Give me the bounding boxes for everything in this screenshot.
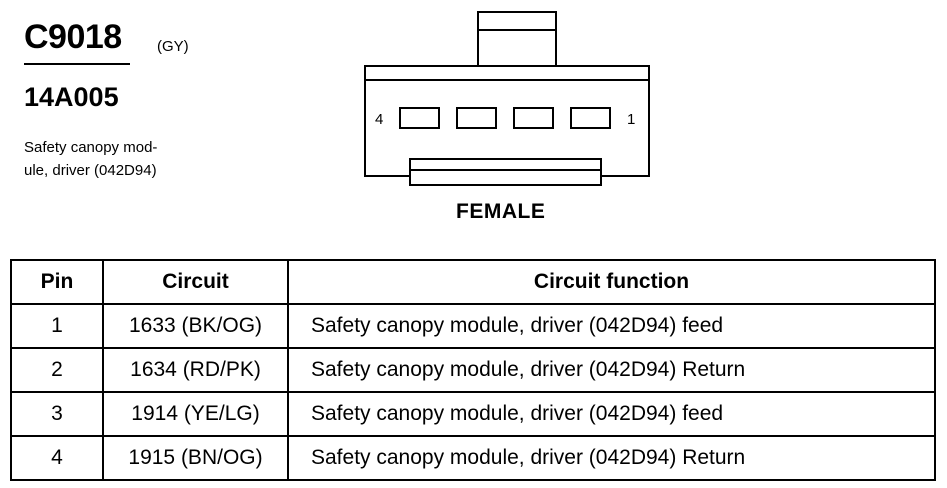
pin-cell: 4 [10, 435, 104, 481]
header-pin: Pin [10, 259, 104, 305]
pin-label-right: 1 [627, 111, 635, 128]
pin-cell: 3 [10, 391, 104, 437]
part-number: 14A005 [24, 82, 119, 112]
function-cell: Safety canopy module, driver (042D94) Re… [287, 347, 936, 393]
connector-description: Safety canopy mod- ule, driver (042D94) [24, 136, 194, 182]
description-line-2: ule, driver (042D94) [24, 162, 157, 179]
description-line-1: Safety canopy mod- [24, 139, 158, 156]
pin-table-header: Pin Circuit Circuit function [10, 259, 936, 305]
table-row: 1 1633 (BK/OG) Safety canopy module, dri… [10, 303, 936, 349]
pin-cavity-4 [399, 107, 440, 129]
pin-label-left: 4 [375, 111, 383, 128]
connector-latch [477, 11, 557, 67]
view-label: FEMALE [456, 200, 546, 223]
table-row: 3 1914 (YE/LG) Safety canopy module, dri… [10, 391, 936, 437]
title-underline [24, 63, 130, 65]
header-circuit-function: Circuit function [287, 259, 936, 305]
pin-cavity-3 [456, 107, 497, 129]
table-row: 4 1915 (BN/OG) Safety canopy module, dri… [10, 435, 936, 481]
circuit-cell: 1633 (BK/OG) [102, 303, 289, 349]
function-cell: Safety canopy module, driver (042D94) fe… [287, 303, 936, 349]
table-row: 2 1634 (RD/PK) Safety canopy module, dri… [10, 347, 936, 393]
pin-cell: 2 [10, 347, 104, 393]
circuit-cell: 1914 (YE/LG) [102, 391, 289, 437]
connector-key-bar [409, 158, 602, 186]
pin-table: Pin Circuit Circuit function 1 1633 (BK/… [10, 259, 936, 481]
function-cell: Safety canopy module, driver (042D94) Re… [287, 435, 936, 481]
connector-color: (GY) [157, 38, 189, 55]
connector-id: C9018 [24, 18, 122, 56]
pin-cavity-1 [570, 107, 611, 129]
connector-face-diagram: 4 1 [364, 11, 650, 186]
header-circuit: Circuit [102, 259, 289, 305]
pin-cell: 1 [10, 303, 104, 349]
pin-cavity-2 [513, 107, 554, 129]
function-cell: Safety canopy module, driver (042D94) fe… [287, 391, 936, 437]
circuit-cell: 1634 (RD/PK) [102, 347, 289, 393]
circuit-cell: 1915 (BN/OG) [102, 435, 289, 481]
